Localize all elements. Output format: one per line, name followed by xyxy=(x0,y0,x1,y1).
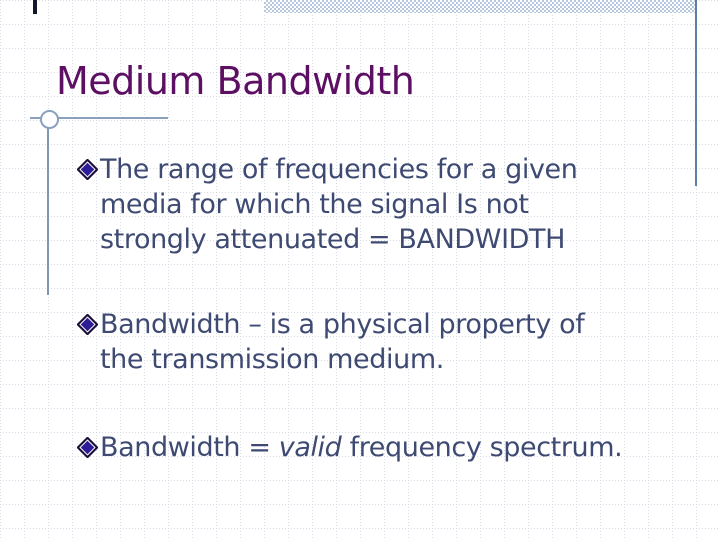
top-left-tick xyxy=(33,0,37,14)
bullet-line: the transmission medium. xyxy=(100,344,444,375)
right-accent-line xyxy=(695,0,697,186)
bullet-text: Bandwidth – is a physical property of th… xyxy=(100,307,685,377)
diamond-bullet-icon xyxy=(76,158,99,181)
bullet-item-2: Bandwidth – is a physical property of th… xyxy=(76,309,585,375)
slide-title: Medium Bandwidth xyxy=(56,59,415,103)
diamond-bullet-icon xyxy=(76,436,99,459)
diamond-bullet-icon xyxy=(76,313,99,336)
title-underline xyxy=(30,117,168,119)
bullet-segment-italic: valid xyxy=(278,432,342,463)
bullet-text: Bandwidth = valid frequency spectrum. xyxy=(100,430,685,465)
left-accent-line xyxy=(47,118,49,295)
bullet-line: The range of frequencies for a given xyxy=(100,154,578,185)
bullet-item-1: The range of frequencies for a given med… xyxy=(76,154,578,255)
bullet-item-3: Bandwidth = valid frequency spectrum. xyxy=(76,432,623,463)
bullet-line: Bandwidth – is a physical property of xyxy=(100,309,585,340)
bullet-text: The range of frequencies for a given med… xyxy=(100,152,685,257)
bullet-line: strongly attenuated = BANDWIDTH xyxy=(100,224,566,255)
top-checker-band xyxy=(264,0,697,13)
circle-ornament xyxy=(40,110,59,129)
bullet-segment: Bandwidth = xyxy=(100,432,279,463)
bullet-line: media for which the signal Is not xyxy=(100,189,529,220)
bullet-segment: frequency spectrum. xyxy=(341,432,623,463)
